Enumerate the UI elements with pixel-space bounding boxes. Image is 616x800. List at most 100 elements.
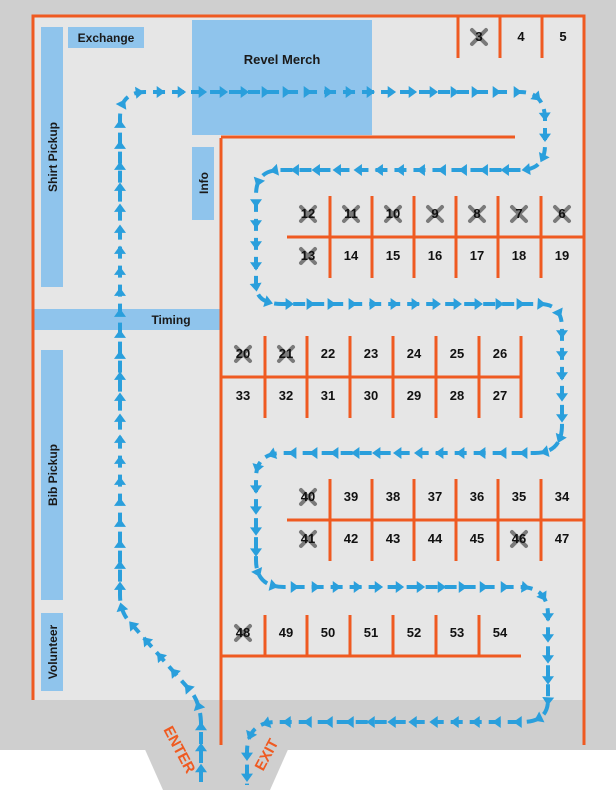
arrow-icon xyxy=(309,447,318,459)
x-mark-icon xyxy=(510,205,528,223)
booth-number: 48 xyxy=(236,625,250,640)
arrow-icon xyxy=(290,164,299,176)
booth-number: 20 xyxy=(236,346,250,361)
arrow-icon xyxy=(538,152,550,163)
booth-number: 39 xyxy=(344,489,358,504)
x-mark-icon xyxy=(468,205,486,223)
entrance-ramp xyxy=(143,745,290,790)
arrow-icon xyxy=(330,447,339,459)
arrow-icon xyxy=(519,447,528,460)
arrow-icon xyxy=(495,298,504,310)
arrow-icon xyxy=(395,164,404,177)
arrow-icon xyxy=(114,203,127,212)
arrow-icon xyxy=(241,773,253,782)
booth-number: 13 xyxy=(301,248,315,263)
bib-pickup-zone xyxy=(41,350,63,600)
booth-number: 29 xyxy=(407,388,421,403)
arrow-icon xyxy=(539,133,551,143)
arrow-icon xyxy=(450,86,460,98)
arrow-icon xyxy=(246,729,258,741)
booth-number: 7 xyxy=(515,206,522,221)
arrow-icon xyxy=(114,434,127,443)
arrow-icon xyxy=(177,86,187,98)
x-mark-icon xyxy=(384,205,402,223)
booth-number: 27 xyxy=(493,388,507,403)
arrow-icon xyxy=(114,539,127,548)
arrow-icon xyxy=(353,164,362,176)
arrow-icon xyxy=(263,295,273,307)
arrow-icon xyxy=(156,652,168,664)
arrow-icon xyxy=(534,711,545,723)
arrow-icon xyxy=(366,716,375,728)
arrow-icon xyxy=(414,447,423,459)
arrow-icon xyxy=(348,298,357,310)
arrow-icon xyxy=(332,581,342,593)
booth-number: 34 xyxy=(555,489,570,504)
arrow-icon xyxy=(288,447,297,459)
arrow-icon xyxy=(477,447,486,460)
booth-number: 47 xyxy=(555,531,569,546)
arrow-icon xyxy=(542,655,554,664)
booth-number: 19 xyxy=(555,248,569,263)
arrow-icon xyxy=(542,676,554,685)
flow-line xyxy=(118,90,564,785)
x-mark-icon xyxy=(299,488,317,506)
arrow-icon xyxy=(435,447,444,459)
arrow-icon xyxy=(556,330,568,339)
arrow-icon xyxy=(416,164,425,177)
arrow-icon xyxy=(240,86,250,98)
exchange-label: Exchange xyxy=(78,31,135,45)
booth-number: 8 xyxy=(473,206,480,221)
arrow-icon xyxy=(500,581,510,593)
arrow-icon xyxy=(311,581,321,593)
arrow-icon xyxy=(252,463,265,473)
booth-number: 46 xyxy=(512,531,526,546)
arrow-icon xyxy=(453,298,462,310)
arrow-icon xyxy=(345,86,355,98)
arrow-icon xyxy=(114,350,127,359)
arrow-icon xyxy=(285,298,294,310)
booth-number: 6 xyxy=(558,206,565,221)
arrow-icon xyxy=(250,527,262,536)
arrow-icon xyxy=(114,581,127,590)
arrow-icon xyxy=(498,447,507,460)
arrow-icon xyxy=(437,581,447,593)
arrow-icon xyxy=(303,716,312,728)
arrow-icon xyxy=(366,86,376,98)
x-mark-icon xyxy=(342,205,360,223)
arrow-icon xyxy=(250,548,262,557)
arrow-icon xyxy=(556,372,568,381)
arrow-icon xyxy=(116,602,129,613)
arrow-icon xyxy=(500,164,509,177)
booth-number: 9 xyxy=(431,206,438,221)
arrow-icon xyxy=(542,634,554,643)
arrow-icon xyxy=(170,668,181,679)
arrow-icon xyxy=(387,716,396,728)
arrow-icon xyxy=(114,455,127,464)
shirt-pickup-label: Shirt Pickup xyxy=(46,122,60,192)
arrow-icon xyxy=(393,447,402,459)
arrow-icon xyxy=(253,176,266,187)
booth-dividers xyxy=(221,16,584,658)
arrow-icon xyxy=(114,182,126,191)
arrow-icon xyxy=(458,164,467,177)
booth-number: 3 xyxy=(475,29,482,44)
arrow-icon xyxy=(429,716,438,728)
booth-number: 33 xyxy=(236,388,250,403)
x-mark-icon xyxy=(510,530,528,548)
booth-number: 53 xyxy=(450,625,464,640)
arrow-icon xyxy=(536,590,547,601)
arrow-icon xyxy=(290,581,300,593)
arrow-icon xyxy=(471,716,480,728)
booth-number: 52 xyxy=(407,625,421,640)
booth-number: 50 xyxy=(321,625,335,640)
arrow-icon xyxy=(521,163,531,176)
arrow-icon xyxy=(306,298,315,310)
arrow-icon xyxy=(114,413,127,422)
arrow-icon xyxy=(429,86,439,98)
booth-number: 15 xyxy=(386,248,400,263)
arrow-icon xyxy=(471,86,481,98)
arrow-icon xyxy=(114,497,127,506)
arrow-icon xyxy=(156,86,166,98)
